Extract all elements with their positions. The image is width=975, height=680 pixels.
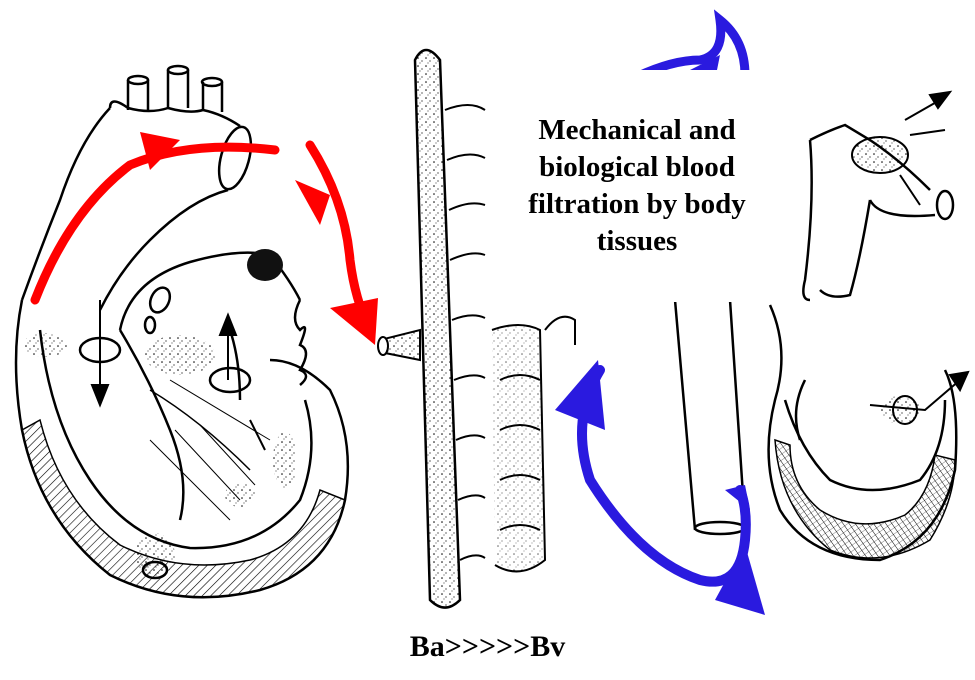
left-heart-shading — [23, 249, 297, 577]
red-arrow-aortic — [30, 142, 280, 305]
left-heart-drawing — [14, 64, 350, 599]
capillary-bed — [377, 48, 486, 609]
right-myocardium-hatch — [774, 438, 956, 559]
blue-arrow-top — [625, 9, 750, 85]
red-arrowhead-descending — [330, 298, 378, 345]
right-heart-valve-arrows — [869, 90, 970, 412]
blue-arrow-bottom — [577, 365, 751, 587]
venous-flow-arrows — [555, 9, 765, 615]
red-arrowhead-aortic — [140, 132, 180, 170]
left-heart-valve-arrows — [90, 300, 266, 451]
myocardium-hatch — [21, 418, 346, 598]
caption-box: Mechanical and biological blood filtrati… — [488, 70, 786, 302]
arterial-flow-arrows — [30, 132, 378, 345]
right-heart-drawing — [673, 123, 958, 562]
footer-label: Ba>>>>>Bv — [409, 630, 566, 663]
right-heart-shading — [851, 136, 920, 425]
caption-text: Mechanical and biological blood filtrati… — [528, 114, 746, 257]
venous-capillary-fill — [492, 325, 545, 572]
